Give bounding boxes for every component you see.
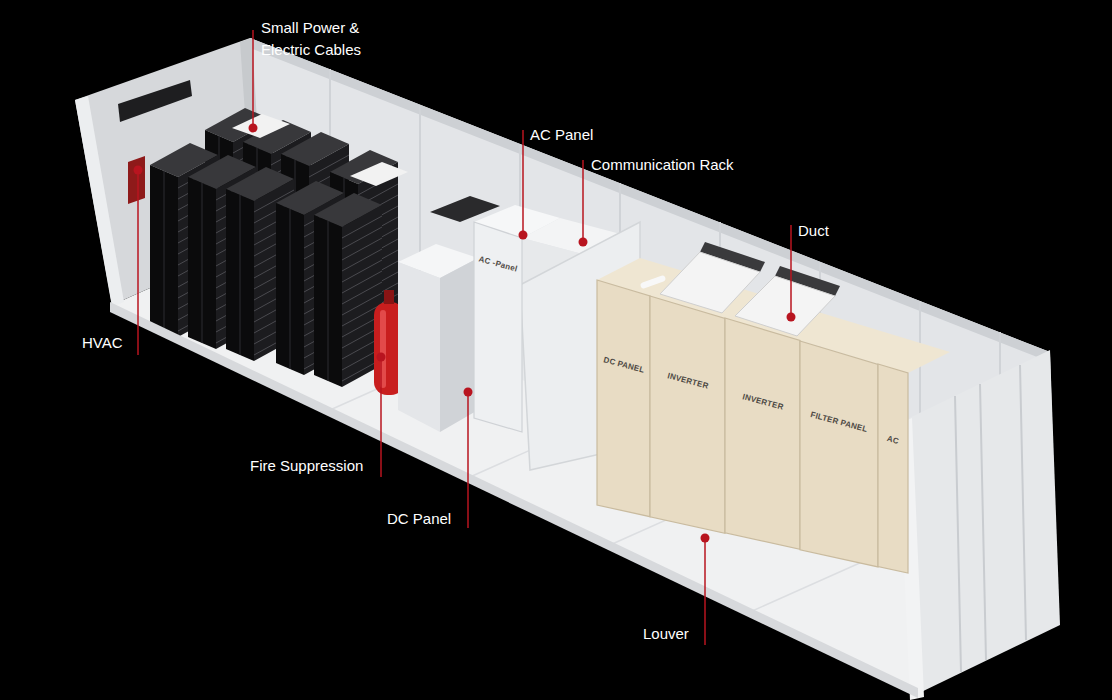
- wall-seams: [330, 69, 1000, 593]
- callout-label: DC Panel: [387, 508, 507, 530]
- cabinet-outline: [650, 296, 725, 533]
- callout-label: Duct: [798, 220, 878, 242]
- callout-label: Communication Rack: [591, 154, 791, 176]
- door-rods: [955, 365, 1026, 672]
- leader-dots: [134, 124, 796, 543]
- leader-dot: [519, 231, 528, 240]
- equipment-cabinet: FILTER PANEL: [800, 341, 878, 567]
- cable-box: [232, 114, 290, 138]
- cabinet-face: [474, 222, 522, 432]
- leader-dot: [701, 534, 710, 543]
- leader-line: [522, 130, 524, 235]
- leader-line: [790, 225, 792, 317]
- callout-label: HVAC: [82, 332, 162, 354]
- leader-lines: [138, 30, 791, 645]
- leader-line: [137, 170, 139, 355]
- hvac-unit: [128, 156, 145, 204]
- cabinet-outline: [597, 280, 650, 517]
- callout-label: Louver: [643, 623, 743, 645]
- dc-cabinet-side: [440, 258, 478, 432]
- cabinet-face: [597, 280, 650, 517]
- cable-box: [350, 162, 408, 186]
- extinguisher-valve: [384, 290, 394, 304]
- leader-dot: [787, 313, 796, 322]
- cabinet-outline: [725, 318, 800, 549]
- leader-dot: [134, 166, 143, 175]
- cabinet-outline: [878, 364, 908, 573]
- callout-label: Small Power & Electric Cables: [261, 17, 391, 61]
- equipment-cabinet: AC -Panel: [474, 222, 522, 432]
- leader-line: [704, 538, 706, 645]
- callout-label: AC Panel: [530, 124, 650, 146]
- callout-label: Fire Suppression: [250, 455, 410, 477]
- equipment-cabinet: AC: [878, 364, 908, 573]
- leader-dot: [579, 238, 588, 247]
- equipment-cabinet: INVERTER: [650, 296, 725, 533]
- handle: [640, 275, 666, 290]
- corner-post: [75, 96, 124, 307]
- cabinet-outline: [800, 341, 878, 567]
- leader-dot: [464, 388, 473, 397]
- battery-rack: [314, 193, 382, 387]
- end-vent: [118, 80, 192, 122]
- cabinet-face: [800, 341, 878, 567]
- equipment-cabinet: INVERTER: [725, 318, 800, 549]
- leader-dot: [377, 353, 386, 362]
- extinguisher-highlight: [380, 310, 386, 388]
- leader-line: [252, 30, 254, 128]
- door-face: [905, 350, 1060, 695]
- cabinet-face: [650, 296, 725, 533]
- leader-line: [380, 357, 382, 477]
- dc-cabinet: [398, 262, 440, 432]
- leader-dot: [249, 124, 258, 133]
- equipment-cabinet: DC PANEL: [597, 280, 650, 517]
- leader-line: [467, 392, 469, 528]
- cabinet-outline: [474, 222, 522, 432]
- cabinet-face: [725, 318, 800, 549]
- leader-line: [582, 160, 584, 242]
- cabinet-face: [878, 364, 908, 573]
